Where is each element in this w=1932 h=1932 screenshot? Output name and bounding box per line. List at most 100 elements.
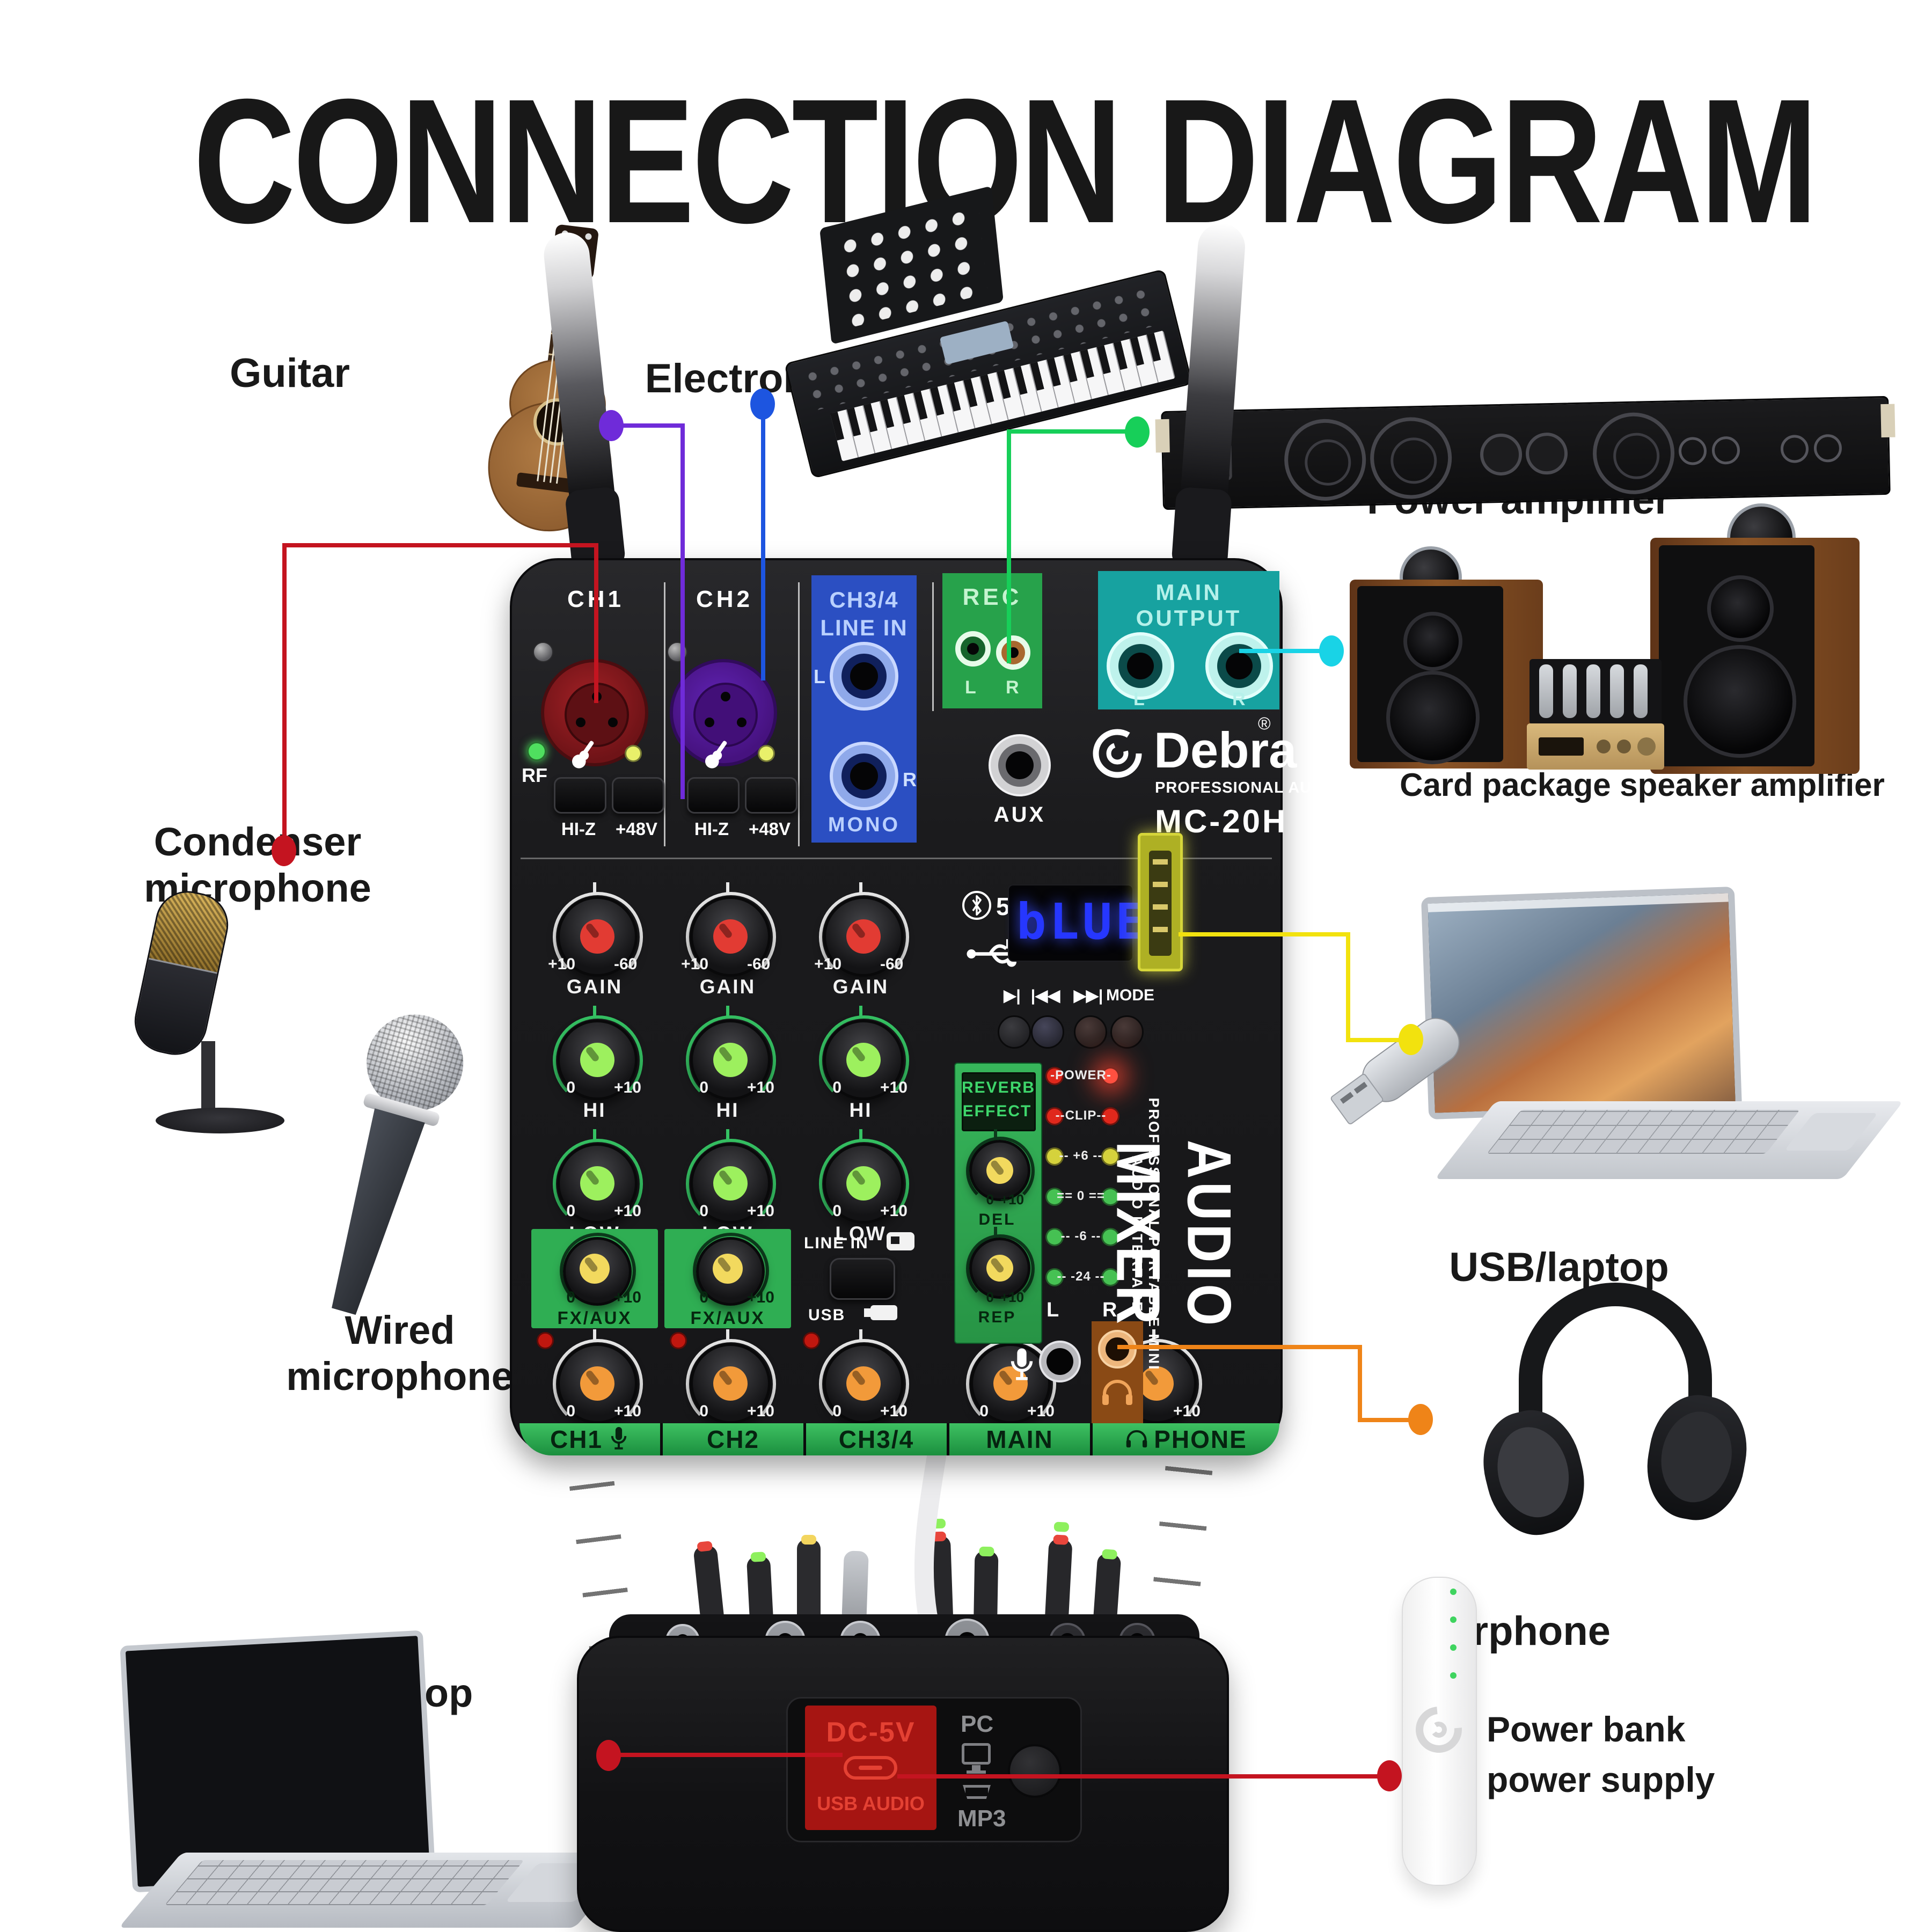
ch2-xlr-jack[interactable]	[670, 659, 777, 766]
ch34-l-label: L	[814, 665, 825, 687]
ch1-guitar-icon	[572, 741, 594, 769]
line-main-out	[1239, 649, 1330, 653]
line-usb-h1	[1179, 932, 1350, 936]
line-condenser-to-ch1-v	[282, 543, 287, 852]
headphone-output-jack[interactable]	[1098, 1330, 1137, 1368]
play-pause-button[interactable]	[998, 1015, 1031, 1049]
aux-jack[interactable]	[989, 734, 1051, 796]
mixer-display: bLUE	[1008, 884, 1145, 962]
line-usb-h2	[1346, 1038, 1406, 1042]
dot-keyboard	[750, 389, 775, 420]
aux-label: AUX	[993, 803, 1046, 826]
strip-ch34: CH3/4	[806, 1423, 949, 1455]
dot-condenser	[272, 835, 296, 866]
wired-microphone-label-line1: Wired	[345, 1308, 455, 1352]
strip-phone: PHONE	[1093, 1423, 1279, 1455]
meter-led-p6-r	[1101, 1147, 1119, 1166]
line-keyboard-v	[761, 414, 765, 680]
next-button[interactable]	[1074, 1015, 1107, 1049]
meter-led-m6-r	[1101, 1228, 1119, 1246]
line-ch1-drop	[594, 543, 598, 703]
meter-row-p6: -- +6 --	[1059, 1148, 1103, 1163]
line-guitar-h	[619, 423, 685, 428]
meter-row-m6: -- -6 --	[1060, 1229, 1101, 1243]
debra-brand-name: Debra	[1154, 722, 1297, 778]
ch1-screw-top	[533, 642, 553, 662]
usb-port[interactable]	[1138, 833, 1183, 971]
meter-led-power-l	[1045, 1067, 1064, 1085]
dot-power-bank	[1377, 1760, 1402, 1791]
guitar-label: Guitar	[230, 350, 350, 396]
ch34-usb-switch-label: USB	[808, 1306, 846, 1324]
main-output-jack-l[interactable]	[1107, 632, 1174, 700]
meter-led-0-r	[1101, 1188, 1119, 1206]
rec-jack-l[interactable]	[955, 631, 991, 667]
ch34-mono-label: MONO	[828, 814, 901, 836]
ch34-title: CH3/4	[829, 587, 899, 612]
rec-r-label: R	[1006, 677, 1019, 698]
reverb-effect-title-box	[962, 1072, 1036, 1131]
power-bank-image	[1402, 1577, 1477, 1886]
mic-icon	[1011, 1348, 1033, 1380]
line-phone-v	[1358, 1345, 1362, 1422]
vol-knob-ch1[interactable]: 0+10VOL	[536, 1329, 654, 1446]
rec-jack-r[interactable]	[996, 635, 1030, 670]
ch2-48v-led	[758, 745, 775, 762]
line-condenser-to-ch1	[282, 543, 598, 547]
main-output-jack-r[interactable]	[1205, 632, 1273, 700]
condenser-microphone-image	[113, 880, 306, 1143]
meter-row-clip: --CLIP--	[1055, 1108, 1107, 1123]
strip-ch1-mic-icon	[611, 1427, 627, 1450]
mode-button[interactable]	[1110, 1015, 1144, 1049]
reverb-title-line1: REVERB	[962, 1079, 1036, 1096]
headphone-icon	[1102, 1380, 1132, 1405]
prev-button[interactable]	[1031, 1015, 1064, 1049]
line-phone-h1	[1117, 1345, 1362, 1349]
ch34-jack-r[interactable]	[830, 742, 898, 810]
strip-main: MAIN	[949, 1423, 1093, 1455]
meter-row-m24: -- -24 --	[1057, 1269, 1105, 1284]
line-laptop-dc	[617, 1753, 843, 1757]
ch3-signal-led	[803, 1332, 820, 1349]
mode-label: MODE	[1106, 986, 1154, 1004]
dot-guitar	[599, 410, 624, 441]
ch2-guitar-icon	[705, 741, 727, 769]
next-label: ▶▶|	[1073, 987, 1103, 1005]
ch2-48v-button[interactable]	[745, 777, 797, 814]
ch34-jack-l[interactable]	[830, 642, 898, 711]
ch1-signal-led	[537, 1332, 554, 1349]
ch1-48v-button[interactable]	[612, 777, 664, 814]
mp3-icon	[963, 1785, 991, 1799]
debra-reg-mark: ®	[1258, 714, 1271, 733]
meter-row-power: -POWER-	[1050, 1068, 1111, 1082]
ch1-hiz-button[interactable]	[554, 777, 606, 814]
line-dc-powerbank	[897, 1774, 1386, 1779]
meter-led-0-l	[1045, 1188, 1064, 1206]
strip-ch1: CH1	[519, 1423, 663, 1455]
ch34-source-switch[interactable]	[830, 1258, 895, 1300]
play-pause-label: ▶|	[1004, 987, 1021, 1005]
meter-r-label: R	[1102, 1299, 1117, 1321]
strip-ch2: CH2	[663, 1423, 806, 1455]
meter-l-label: L	[1046, 1299, 1059, 1321]
strip-phone-icon	[1126, 1430, 1147, 1448]
mic-input-jack[interactable]	[1039, 1341, 1081, 1382]
prev-label: |◀◀	[1030, 987, 1060, 1005]
pc-mp3-switch[interactable]	[1008, 1744, 1062, 1798]
ch2-hiz-button[interactable]	[687, 777, 740, 814]
usb-c-port[interactable]	[844, 1756, 897, 1780]
meter-led-clip-l	[1045, 1107, 1064, 1125]
rf-led	[527, 742, 546, 761]
reverb-title-line2: EFFECT	[962, 1102, 1032, 1120]
